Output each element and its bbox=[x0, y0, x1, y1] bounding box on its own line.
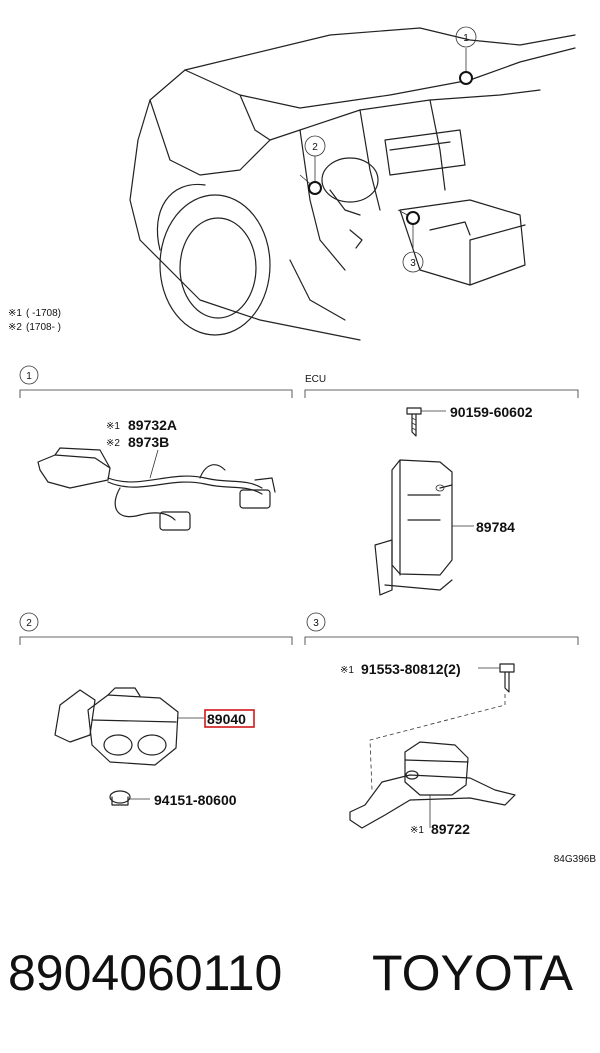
overview-callout-1: 1 bbox=[455, 26, 477, 48]
svg-text:90159-60602: 90159-60602 bbox=[450, 404, 533, 420]
car-interior-illustration bbox=[129, 27, 576, 341]
svg-text:2: 2 bbox=[312, 142, 318, 153]
svg-text:94151-80600: 94151-80600 bbox=[154, 792, 237, 808]
part-label-8973B: ※2 8973B bbox=[106, 434, 169, 450]
part-label-91553-80812: ※1 91553-80812(2) bbox=[340, 661, 461, 677]
part-label-89784: 89784 bbox=[476, 519, 515, 535]
part-label-94151-80600: 94151-80600 bbox=[154, 792, 237, 808]
overview-point-1 bbox=[459, 71, 473, 85]
svg-text:※1: ※1 bbox=[8, 308, 22, 319]
diagram-code: 84G396B bbox=[554, 854, 597, 865]
svg-text:1: 1 bbox=[463, 33, 469, 44]
part-label-89040: 89040 bbox=[204, 709, 255, 728]
overview-point-3 bbox=[406, 211, 420, 225]
svg-text:89722: 89722 bbox=[431, 821, 470, 837]
svg-text:※2: ※2 bbox=[106, 438, 120, 449]
ecu-module-drawing bbox=[374, 459, 474, 596]
svg-text:2: 2 bbox=[26, 618, 32, 629]
svg-text:※1: ※1 bbox=[340, 665, 354, 676]
section-1-header: 1 bbox=[19, 365, 293, 398]
ecu-bolt-drawing bbox=[406, 407, 446, 437]
overview-callout-3: 3 bbox=[402, 251, 424, 273]
applicability-notes: ※1 ( -1708) ※2 (1708- ) bbox=[8, 308, 61, 333]
part-label-89722: ※1 89722 bbox=[410, 821, 470, 837]
svg-text:89784: 89784 bbox=[476, 519, 515, 535]
ecu-section-header: ECU bbox=[304, 374, 579, 398]
part-label-90159-60602: 90159-60602 bbox=[450, 404, 533, 420]
svg-text:8973B: 8973B bbox=[128, 434, 169, 450]
svg-text:1: 1 bbox=[26, 371, 32, 382]
footer-part-number: 8904060110 bbox=[8, 945, 283, 1001]
highlight-box bbox=[204, 709, 255, 728]
sensor-assembly-drawing bbox=[54, 687, 204, 806]
svg-text:ECU: ECU bbox=[305, 374, 326, 385]
section-2-header: 2 bbox=[19, 612, 293, 645]
wire-harness-drawing bbox=[37, 447, 276, 531]
svg-text:3: 3 bbox=[410, 258, 416, 269]
svg-text:※2: ※2 bbox=[8, 322, 22, 333]
svg-text:※1: ※1 bbox=[410, 825, 424, 836]
overview-point-2 bbox=[308, 181, 322, 195]
overview-callout-2: 2 bbox=[304, 135, 326, 157]
svg-text:89040: 89040 bbox=[207, 711, 246, 727]
footer-brand: TOYOTA bbox=[372, 945, 573, 1001]
part-label-89732A: ※1 89732A bbox=[106, 417, 177, 433]
svg-text:91553-80812(2): 91553-80812(2) bbox=[361, 661, 461, 677]
svg-text:(1708- ): (1708- ) bbox=[26, 322, 61, 333]
bracket-sensor-drawing bbox=[349, 663, 516, 829]
svg-text:( -1708): ( -1708) bbox=[26, 308, 61, 319]
svg-text:89732A: 89732A bbox=[128, 417, 177, 433]
svg-text:※1: ※1 bbox=[106, 421, 120, 432]
section-3-header: 3 bbox=[304, 612, 579, 645]
svg-text:3: 3 bbox=[313, 618, 319, 629]
